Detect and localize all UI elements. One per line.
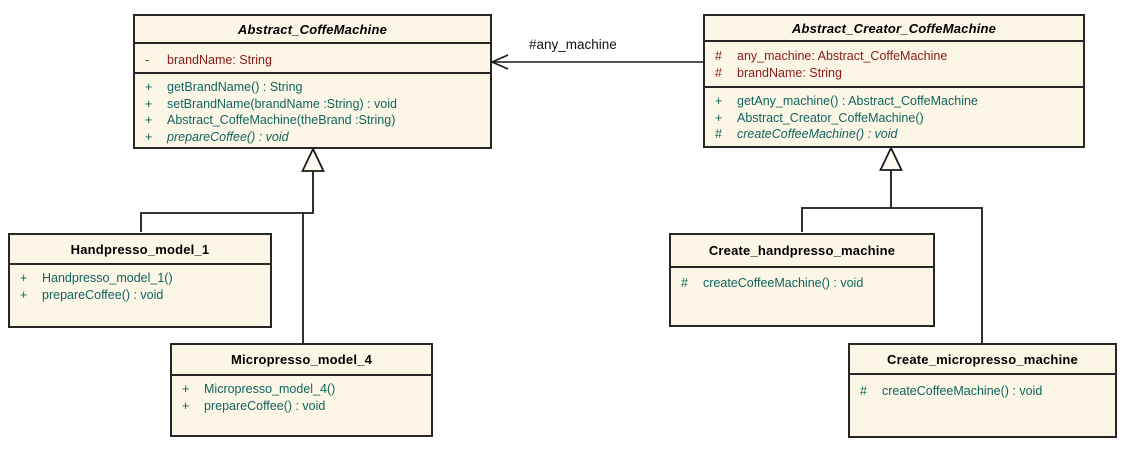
class-title: Abstract_CoffeMachine (237, 21, 388, 37)
visibility-symbol: + (182, 398, 190, 413)
generalization-right (801, 145, 983, 343)
member-text: getAny_machine() : Abstract_CoffeMachine (737, 94, 978, 108)
visibility-symbol: + (20, 287, 28, 302)
class-title: Create_handpresso_machine (708, 243, 896, 258)
class-title: Abstract_Creator_CoffeMachine (791, 20, 997, 36)
association-any-machine (490, 54, 703, 70)
generalization-triangle-icon (301, 146, 325, 172)
association-role-label: #any_machine (529, 37, 617, 52)
attributes-compartment: # any_machine: Abstract_CoffeMachine # bra… (705, 40, 1083, 86)
visibility-symbol: # (715, 65, 722, 80)
methods-compartment: + Handpresso_model_1() + prepareCoffee() :… (10, 263, 270, 326)
method-row: + Micropresso_model_4() (172, 381, 427, 398)
member-text: createCoffeeMachine() : void (737, 127, 898, 141)
member-text: createCoffeeMachine() : void (703, 276, 864, 290)
visibility-symbol: + (715, 110, 723, 125)
visibility-symbol: + (145, 129, 153, 144)
visibility-symbol: + (145, 96, 153, 111)
generalization-line-handpresso (140, 171, 314, 232)
methods-compartment: + getBrandName() : String + setBrandName(b… (135, 72, 490, 147)
method-row: # createCoffeeMachine() : void (850, 383, 1111, 400)
methods-compartment: + getAny_machine() : Abstract_CoffeMachin… (705, 86, 1083, 146)
member-text: brandName: String (167, 53, 272, 67)
member-text: prepareCoffee() : void (167, 129, 289, 144)
class-abstract-creator-coffemachine: Abstract_Creator_CoffeMachine # any_machi… (703, 14, 1085, 148)
attribute-row: # brandName: String (705, 65, 1079, 82)
member-text: Abstract_Creator_CoffeMachine() (737, 110, 924, 125)
attribute-row: # any_machine: Abstract_CoffeMachine (705, 48, 1079, 65)
class-create-handpresso-machine: Create_handpresso_machine # createCoffeeM… (669, 233, 935, 327)
method-row: + Abstract_CoffeMachine(theBrand :String) (135, 112, 486, 129)
methods-compartment: # createCoffeeMachine() : void (671, 266, 933, 325)
member-text: Handpresso_model_1() (42, 271, 173, 285)
generalization-line-create-classes (801, 207, 983, 343)
class-abstract-coffemachine: Abstract_CoffeMachine - brandName: String… (133, 14, 492, 149)
member-text: prepareCoffee() : void (204, 398, 326, 413)
visibility-symbol: # (715, 127, 722, 141)
member-text: prepareCoffee() : void (42, 287, 164, 302)
class-micropresso-model-4: Micropresso_model_4 + Micropresso_model_4… (170, 343, 433, 437)
member-text: Micropresso_model_4() (204, 382, 336, 396)
visibility-symbol: + (715, 94, 723, 108)
method-row: + prepareCoffee() : void (10, 287, 266, 304)
visibility-symbol: # (860, 384, 867, 398)
member-text: setBrandName(brandName :String) : void (167, 96, 397, 111)
visibility-symbol: - (145, 53, 150, 67)
member-text: createCoffeeMachine() : void (882, 384, 1043, 398)
method-row: + Handpresso_model_1() (10, 270, 266, 287)
method-row: # createCoffeeMachine() : void (671, 275, 929, 292)
class-create-micropresso-machine: Create_micropresso_machine # createCoffee… (848, 343, 1117, 438)
member-text: any_machine: Abstract_CoffeMachine (737, 49, 948, 63)
method-row-abstract: # createCoffeeMachine() : void (705, 126, 1079, 143)
visibility-symbol: + (145, 80, 153, 94)
class-title: Create_micropresso_machine (887, 351, 1078, 367)
method-row-abstract: + prepareCoffee() : void (135, 129, 486, 146)
visibility-symbol: + (145, 113, 153, 127)
member-text: getBrandName() : String (167, 80, 303, 94)
visibility-symbol: + (182, 382, 190, 396)
visibility-symbol: + (20, 271, 28, 285)
method-row: + getBrandName() : String (135, 79, 486, 96)
method-row: + Abstract_Creator_CoffeMachine() (705, 110, 1079, 127)
method-row: + setBrandName(brandName :String) : void (135, 96, 486, 113)
generalization-left (140, 146, 325, 343)
method-row: + getAny_machine() : Abstract_CoffeMachin… (705, 93, 1079, 110)
member-text: Abstract_CoffeMachine(theBrand :String) (167, 113, 396, 127)
methods-compartment: + Micropresso_model_4() + prepareCoffee() … (172, 374, 431, 435)
member-text: brandName: String (737, 65, 842, 80)
attribute-row: - brandName: String (135, 52, 486, 69)
methods-compartment: # createCoffeeMachine() : void (850, 373, 1115, 436)
class-handpresso-model-1: Handpresso_model_1 + Handpresso_model_1()… (8, 233, 272, 328)
generalization-triangle-icon (879, 145, 903, 171)
visibility-symbol: # (715, 49, 722, 63)
class-title: Handpresso_model_1 (70, 241, 210, 257)
attributes-compartment: - brandName: String (135, 42, 490, 72)
open-arrowhead-icon (490, 54, 509, 70)
class-title: Micropresso_model_4 (230, 352, 373, 367)
visibility-symbol: # (681, 276, 688, 290)
method-row: + prepareCoffee() : void (172, 398, 427, 415)
